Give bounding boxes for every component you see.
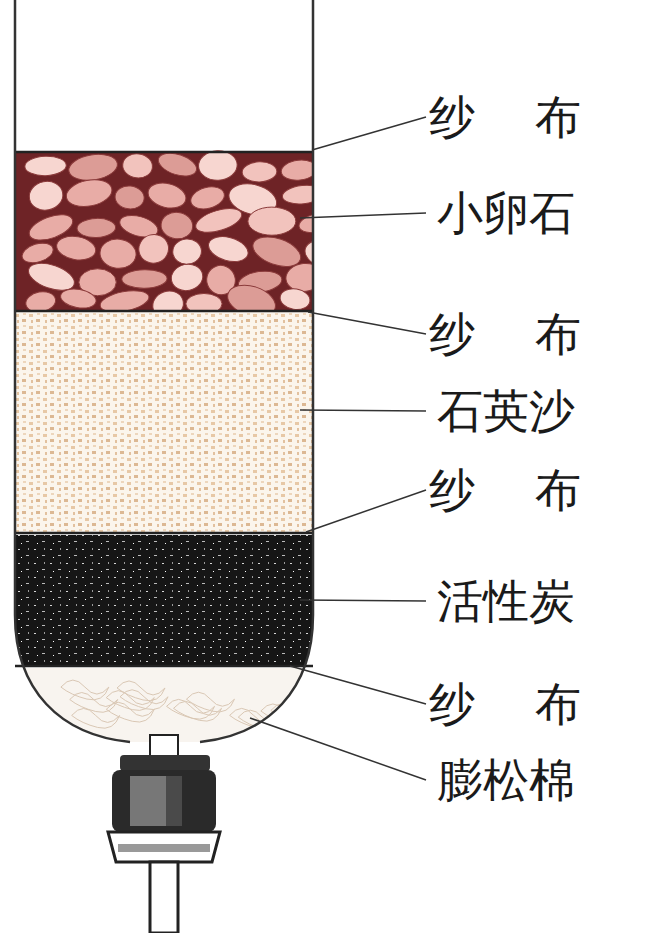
cotton-fibre bbox=[261, 704, 309, 724]
pebble bbox=[145, 179, 188, 212]
quartz-sand-layer bbox=[15, 312, 313, 532]
pebbles bbox=[20, 149, 348, 323]
part-label: 纱布 bbox=[427, 94, 644, 140]
gauze-lines bbox=[15, 152, 313, 666]
pebble bbox=[155, 149, 199, 180]
cotton-fibre bbox=[186, 692, 234, 712]
pebble bbox=[121, 152, 154, 179]
pebble bbox=[281, 183, 324, 206]
bottle-wall bbox=[15, 0, 313, 742]
pebble bbox=[279, 287, 312, 312]
pebble bbox=[55, 233, 98, 262]
pebble bbox=[122, 269, 168, 288]
pebble bbox=[99, 237, 138, 270]
pebble-layer bbox=[15, 152, 313, 310]
pebble bbox=[206, 232, 251, 265]
pebble bbox=[135, 231, 172, 267]
pebble bbox=[67, 151, 119, 183]
cotton-fibre bbox=[61, 680, 109, 700]
part-label: 纱布 bbox=[427, 311, 644, 357]
activated-carbon-layer bbox=[15, 535, 313, 665]
cotton-fibre bbox=[106, 702, 154, 722]
pebble bbox=[169, 261, 205, 293]
pebble bbox=[77, 218, 116, 238]
pebble bbox=[27, 179, 66, 214]
part-label: 活性炭 bbox=[435, 578, 577, 624]
pebble bbox=[297, 210, 340, 236]
leader-lines bbox=[250, 117, 426, 780]
pebble bbox=[242, 161, 277, 182]
pebble bbox=[188, 183, 227, 212]
part-label: 小卵石 bbox=[435, 190, 577, 236]
part-label: 纱布 bbox=[427, 467, 644, 513]
part-label: 石英沙 bbox=[435, 388, 577, 434]
cotton-fibre bbox=[117, 681, 165, 701]
pebble bbox=[59, 286, 98, 310]
pebble bbox=[172, 238, 203, 266]
pebble bbox=[25, 156, 67, 177]
pebble bbox=[160, 211, 194, 241]
pebble bbox=[193, 204, 245, 237]
cotton-fibre bbox=[120, 690, 168, 710]
pebble bbox=[114, 185, 145, 211]
pebble bbox=[198, 150, 238, 181]
valve bbox=[108, 735, 220, 933]
pebble bbox=[20, 240, 56, 267]
pebble bbox=[64, 176, 114, 210]
pebble bbox=[248, 207, 296, 235]
part-label: 膨松棉 bbox=[435, 757, 577, 803]
part-label: 纱布 bbox=[427, 681, 644, 727]
